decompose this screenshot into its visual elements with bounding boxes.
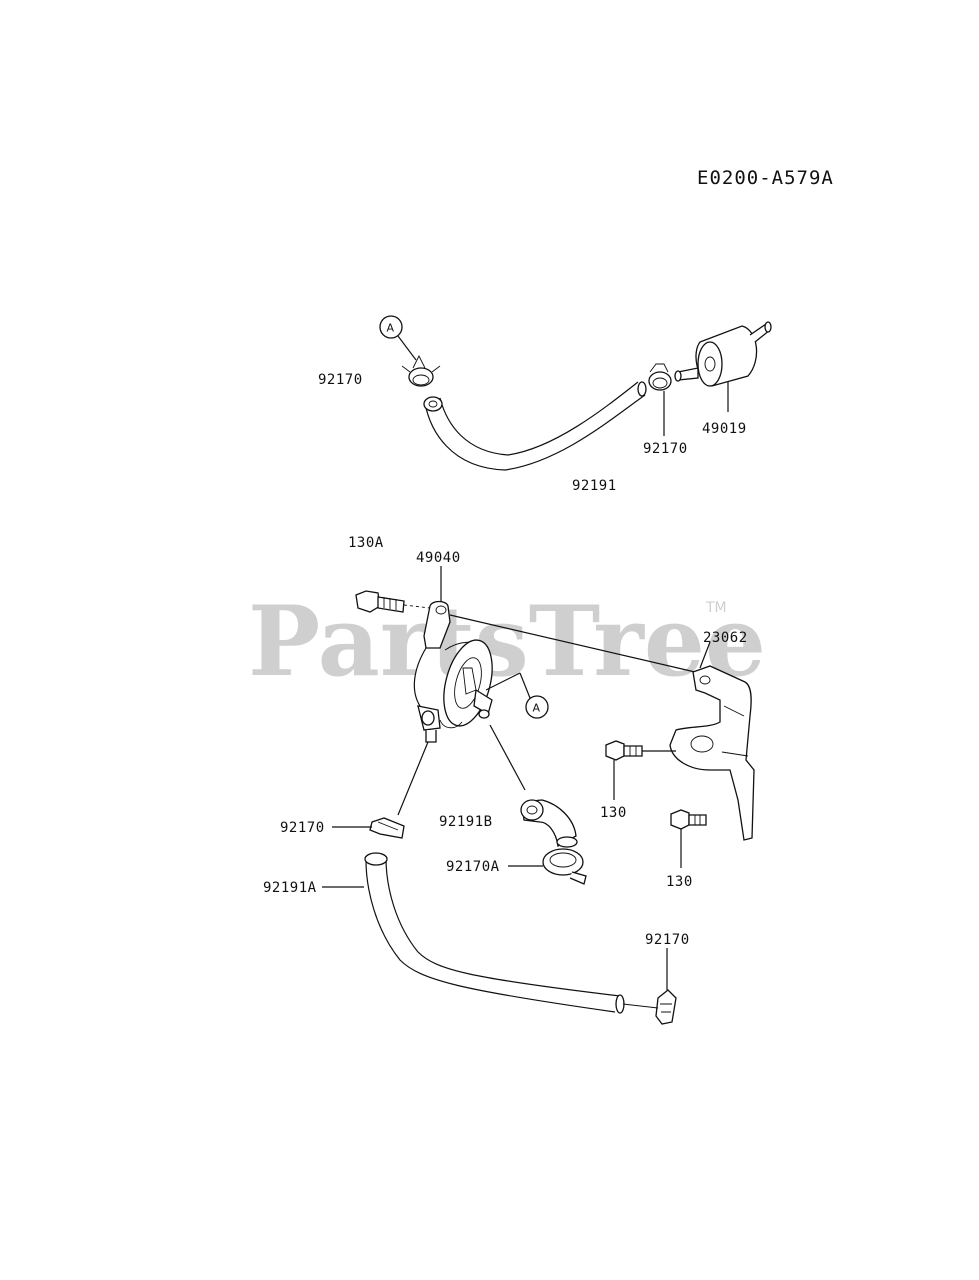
label-49019[interactable]: 49019: [702, 421, 747, 437]
hose-92191B[interactable]: [489, 724, 578, 848]
callout-a-pump[interactable]: A: [485, 672, 549, 719]
bracket-23062[interactable]: [669, 641, 755, 841]
label-92170A[interactable]: 92170A: [446, 859, 500, 875]
fuel-filter-49019[interactable]: [674, 321, 772, 412]
diagram-code: E0200-A579A: [697, 167, 834, 189]
label-92170-top-mid[interactable]: 92170: [643, 441, 688, 457]
callout-a-pump-letter: A: [533, 702, 541, 715]
watermark-brand: PartsTree: [248, 585, 766, 698]
label-130-b[interactable]: 130: [666, 874, 693, 890]
label-23062[interactable]: 23062: [703, 630, 748, 646]
bolt-130A[interactable]: [355, 590, 431, 613]
clamp-92170-top-left[interactable]: [401, 354, 441, 387]
fuel-pump-49040[interactable]: [413, 600, 696, 743]
label-130-a[interactable]: 130: [600, 805, 627, 821]
bolt-130-a[interactable]: [605, 740, 676, 800]
label-92170-left[interactable]: 92170: [280, 820, 325, 836]
watermark-trademark: TM: [705, 600, 727, 616]
label-92170-top-left[interactable]: 92170: [318, 372, 363, 388]
callout-a-top[interactable]: A: [379, 315, 417, 361]
label-92191[interactable]: 92191: [572, 478, 617, 494]
label-92170-bottom[interactable]: 92170: [645, 932, 690, 948]
clamp-92170A[interactable]: [508, 848, 587, 885]
label-49040[interactable]: 49040: [416, 550, 461, 566]
callout-a-top-letter: A: [387, 322, 395, 335]
hose-92191A[interactable]: [322, 852, 625, 1014]
label-92191A[interactable]: 92191A: [263, 880, 317, 896]
clamp-92170-top-mid[interactable]: [648, 363, 672, 436]
hose-92191[interactable]: [423, 381, 647, 471]
clamp-92170-left[interactable]: [332, 741, 429, 839]
label-92191B[interactable]: 92191B: [439, 814, 493, 830]
bolt-130-b[interactable]: [670, 809, 707, 868]
label-130A[interactable]: 130A: [348, 535, 384, 551]
clamp-92170-bottom[interactable]: [622, 948, 677, 1025]
